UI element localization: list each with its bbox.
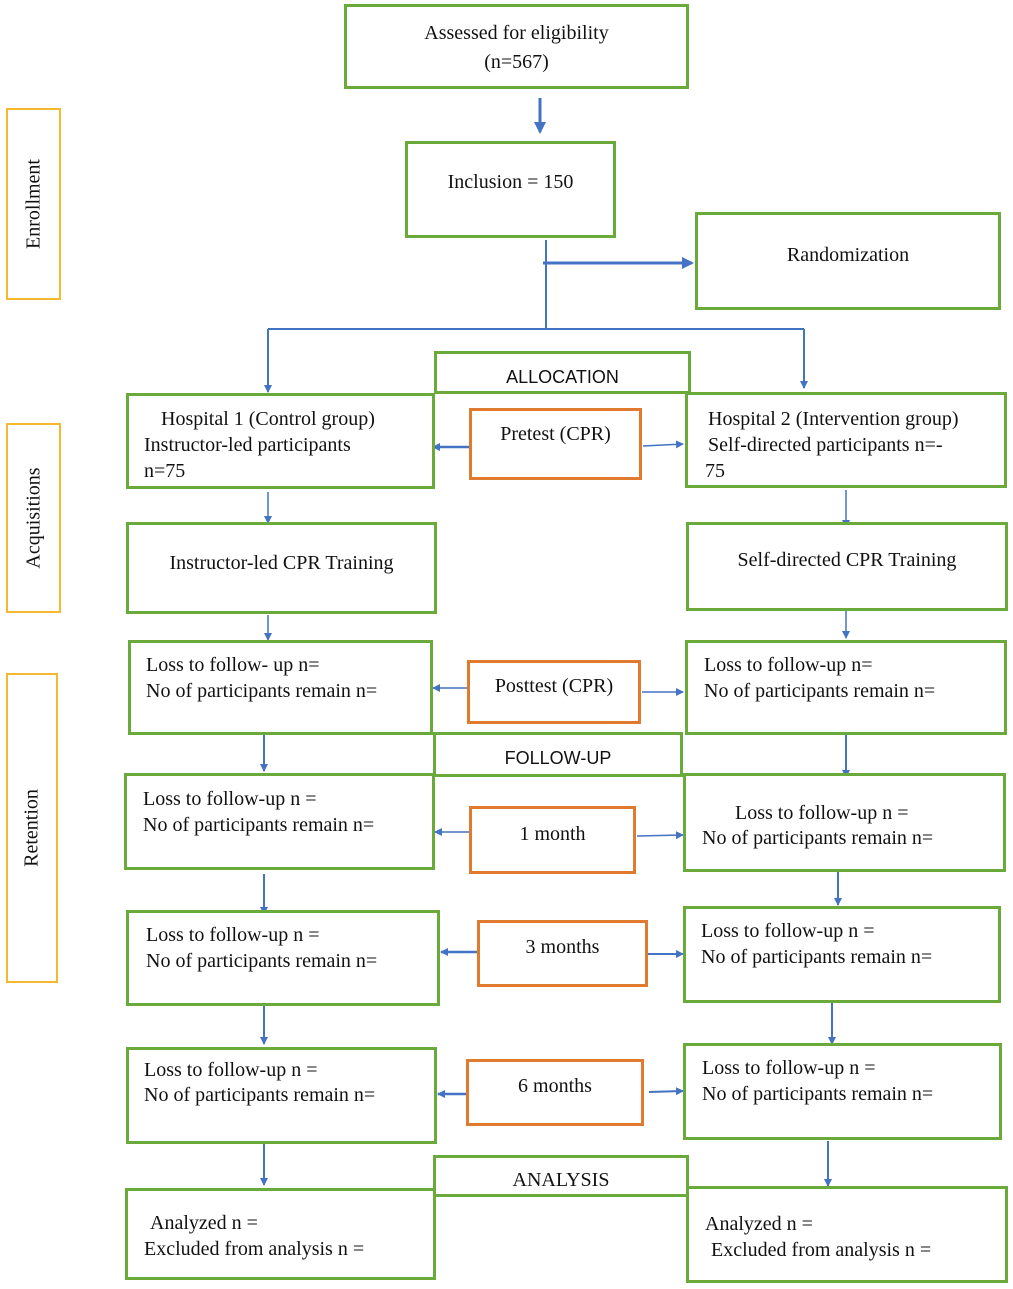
randomization-label: Randomization: [786, 244, 910, 266]
randomization-box: Randomization: [695, 212, 1001, 310]
stage-acquisitions: Acquisitions: [6, 423, 61, 613]
left-3-months-remain: No of participants remain n=: [146, 950, 378, 972]
self-directed-training-box: Self-directed CPR Training: [686, 522, 1008, 611]
assessed-label: Assessed for eligibility: [424, 22, 609, 44]
right-posttest-loss: Loss to follow-up n=: [704, 654, 873, 676]
left-6-months-loss: Loss to follow-up n =: [144, 1059, 318, 1081]
right-1-month-loss: Loss to follow-up n =: [735, 802, 909, 824]
right-excluded: Excluded from analysis n =: [711, 1239, 932, 1261]
instructor-led-training-box: Instructor-led CPR Training: [126, 522, 437, 614]
stage-retention: Retention: [6, 673, 58, 983]
instructor-led-training-label: Instructor-led CPR Training: [169, 552, 394, 574]
left-posttest-loss: Loss to follow- up n=: [146, 654, 320, 676]
right-1-month-remain: No of participants remain n=: [702, 827, 934, 849]
1-month-box: 1 month: [469, 806, 636, 874]
left-6-months-remain: No of participants remain n=: [144, 1084, 376, 1106]
right-3-months-result-box: Loss to follow-up n = No of participants…: [683, 906, 1001, 1003]
hospital-2-participants: Self-directed participants n=-: [708, 434, 943, 456]
hospital-2-title: Hospital 2 (Intervention group): [708, 408, 959, 430]
left-excluded: Excluded from analysis n =: [144, 1238, 365, 1260]
right-posttest-remain: No of participants remain n=: [704, 680, 936, 702]
left-1-month-remain: No of participants remain n=: [143, 814, 375, 836]
right-1-month-result-box: Loss to follow-up n = No of participants…: [683, 773, 1006, 872]
follow-up-label: FOLLOW-UP: [504, 748, 612, 768]
hospital-2-count: 75: [705, 460, 725, 482]
left-analyzed: Analyzed n =: [150, 1212, 258, 1234]
follow-up-header: FOLLOW-UP: [433, 732, 683, 777]
hospital-1-title: Hospital 1 (Control group): [161, 408, 375, 430]
arrow-pretest-right: [642, 440, 684, 449]
left-6-months-result-box: Loss to follow-up n = No of participants…: [126, 1047, 437, 1144]
right-posttest-result-box: Loss to follow-up n= No of participants …: [685, 640, 1007, 735]
analysis-label: ANALYSIS: [512, 1169, 610, 1191]
3-months-box: 3 months: [477, 920, 648, 987]
stage-enrollment: Enrollment: [6, 108, 61, 300]
right-analysis-box: Analyzed n = Excluded from analysis n =: [686, 1186, 1008, 1283]
pretest-box: Pretest (CPR): [469, 408, 642, 480]
line-inclusion-trunk: [268, 240, 547, 330]
posttest-label: Posttest (CPR): [494, 675, 614, 697]
left-3-months-loss: Loss to follow-up n =: [146, 924, 320, 946]
right-6-months-result-box: Loss to follow-up n = No of participants…: [683, 1043, 1002, 1140]
right-3-months-loss: Loss to follow-up n =: [701, 920, 875, 942]
hospital-1-participants: Instructor-led participants: [144, 434, 351, 456]
arrow-6months-right: [648, 1087, 684, 1096]
stage-acquisitions-label: Acquisitions: [22, 467, 44, 569]
assessed-box: Assessed for eligibility (n=567): [344, 4, 689, 89]
left-posttest-remain: No of participants remain n=: [146, 680, 378, 702]
posttest-box: Posttest (CPR): [467, 660, 641, 724]
left-1-month-loss: Loss to follow-up n =: [143, 788, 317, 810]
left-posttest-result-box: Loss to follow- up n= No of participants…: [128, 640, 433, 735]
allocation-header: ALLOCATION: [434, 351, 691, 394]
self-directed-training-label: Self-directed CPR Training: [737, 549, 957, 571]
left-3-months-result-box: Loss to follow-up n = No of participants…: [126, 910, 440, 1006]
inclusion-box: Inclusion = 150: [405, 141, 616, 238]
stage-enrollment-label: Enrollment: [22, 159, 44, 249]
3-months-label: 3 months: [525, 936, 600, 958]
allocation-label: ALLOCATION: [506, 367, 619, 387]
hospital-1-box: Hospital 1 (Control group) Instructor-le…: [126, 393, 435, 489]
left-analysis-box: Analyzed n = Excluded from analysis n =: [125, 1188, 436, 1280]
inclusion-label: Inclusion = 150: [447, 171, 574, 193]
left-1-month-result-box: Loss to follow-up n = No of participants…: [124, 773, 435, 870]
pretest-label: Pretest (CPR): [500, 423, 611, 445]
analysis-header: ANALYSIS: [433, 1155, 689, 1197]
arrow-1month-right: [636, 831, 684, 840]
right-3-months-remain: No of participants remain n=: [701, 946, 933, 968]
6-months-box: 6 months: [466, 1059, 644, 1126]
assessed-count: (n=567): [484, 51, 549, 73]
right-6-months-loss: Loss to follow-up n =: [702, 1057, 876, 1079]
hospital-2-box: Hospital 2 (Intervention group) Self-dir…: [685, 392, 1007, 488]
1-month-label: 1 month: [519, 823, 586, 845]
right-analyzed: Analyzed n =: [705, 1213, 813, 1235]
hospital-1-count: n=75: [144, 460, 186, 482]
right-6-months-remain: No of participants remain n=: [702, 1083, 934, 1105]
stage-retention-label: Retention: [20, 789, 43, 867]
6-months-label: 6 months: [518, 1075, 592, 1097]
